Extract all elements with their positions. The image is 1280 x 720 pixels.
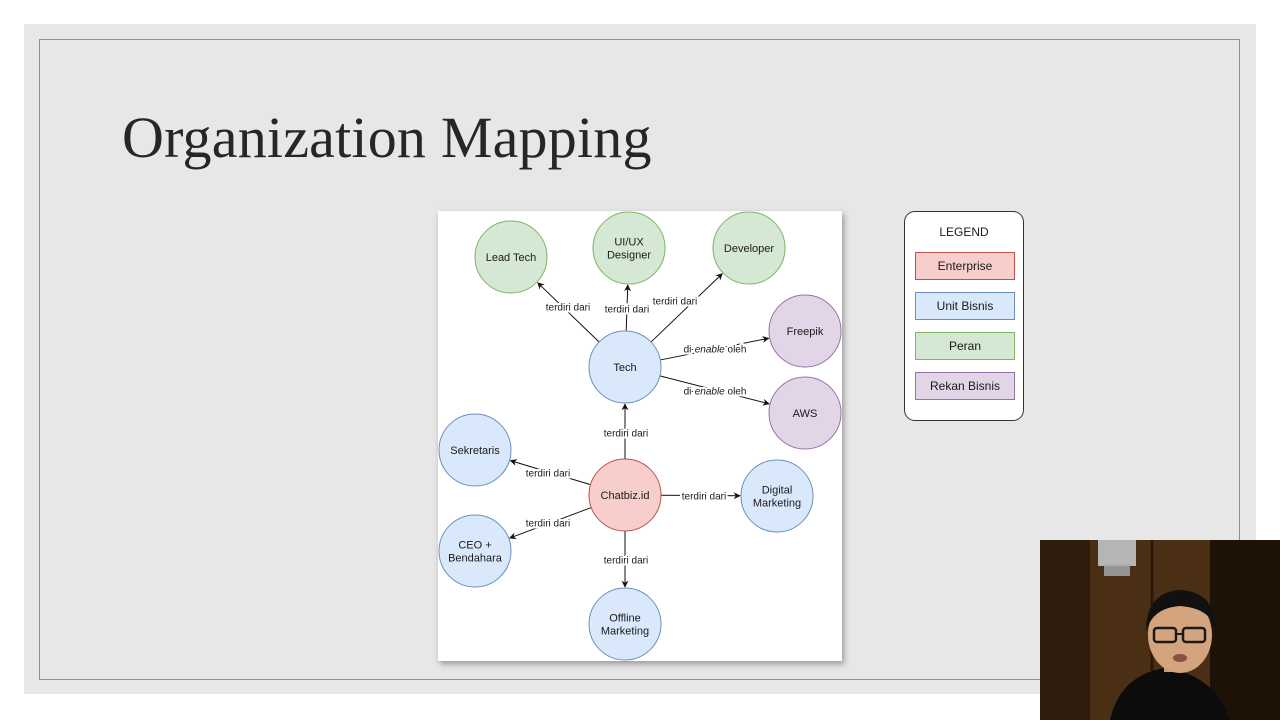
edge-label-tech-to-aws: di-enable oleh xyxy=(684,387,747,398)
webcam-video xyxy=(1040,540,1280,720)
slide-title: Organization Mapping xyxy=(122,105,652,170)
node-label-digital-marketing: Digital xyxy=(762,485,793,497)
edge-chatbiz-to-ceo xyxy=(509,507,592,540)
edge-label-chatbiz-to-ceo: terdiri dari xyxy=(526,519,570,530)
node-label-uiux: UI/UX xyxy=(614,237,644,249)
node-circle-aws xyxy=(768,376,842,450)
org-diagram-canvas: terdiri dari terdiri dari terdiri dari di-e… xyxy=(438,211,842,661)
node-label-uiux: Designer xyxy=(607,250,651,262)
node-circle-developer xyxy=(712,211,786,285)
node-circle-tech xyxy=(588,330,662,404)
edge-tech-to-developer xyxy=(650,273,723,343)
node-circle-freepik xyxy=(768,294,842,368)
org-diagram: terdiri dari terdiri dari terdiri dari di-e… xyxy=(438,211,842,661)
edge-label-tech-to-lead-tech: terdiri dari xyxy=(546,303,590,314)
edge-label-chatbiz-to-digital-marketing: terdiri dari xyxy=(682,492,726,503)
legend-item-rekan-bisnis: Rekan Bisnis xyxy=(915,372,1015,400)
node-circle-digital-marketing xyxy=(740,459,814,533)
edge-label-chatbiz-to-tech: terdiri dari xyxy=(604,429,648,440)
node-label-chatbiz: Chatbiz.id xyxy=(601,490,650,502)
node-label-ceo: CEO + xyxy=(458,540,491,552)
edge-chatbiz-to-digital-marketing xyxy=(660,492,741,500)
node-label-freepik: Freepik xyxy=(787,326,824,338)
edge-tech-to-uiux xyxy=(624,284,632,332)
slide-frame xyxy=(39,39,1240,680)
legend-item-peran: Peran xyxy=(915,332,1015,360)
edge-tech-to-lead-tech xyxy=(537,282,600,343)
node-lead-tech: Lead Tech xyxy=(474,220,548,294)
edge-label-tech-to-freepik: di-enable oleh xyxy=(684,345,747,356)
edge-label-chatbiz-to-sekretaris: terdiri dari xyxy=(526,469,570,480)
node-label-developer: Developer xyxy=(724,243,774,255)
node-label-aws: AWS xyxy=(793,408,818,420)
node-label-tech: Tech xyxy=(613,362,636,374)
node-aws: AWS xyxy=(768,376,842,450)
legend: LEGEND Enterprise Unit Bisnis Peran Reka… xyxy=(904,211,1024,421)
node-circle-sekretaris xyxy=(438,413,512,487)
node-circle-ceo xyxy=(438,514,512,588)
node-label-ceo: Bendahara xyxy=(448,553,503,565)
node-developer: Developer xyxy=(712,211,786,285)
edge-tech-to-aws xyxy=(659,375,770,406)
node-circle-chatbiz xyxy=(588,458,662,532)
node-chatbiz: Chatbiz.id xyxy=(588,458,662,532)
node-sekretaris: Sekretaris xyxy=(438,413,512,487)
legend-item-enterprise: Enterprise xyxy=(915,252,1015,280)
node-ceo: CEO +Bendahara xyxy=(438,514,512,588)
node-circle-offline-marketing xyxy=(588,587,662,661)
node-circle-uiux xyxy=(592,211,666,285)
node-tech: Tech xyxy=(588,330,662,404)
node-label-digital-marketing: Marketing xyxy=(753,498,801,510)
node-label-sekretaris: Sekretaris xyxy=(450,445,500,457)
legend-item-unit-bisnis: Unit Bisnis xyxy=(915,292,1015,320)
node-freepik: Freepik xyxy=(768,294,842,368)
legend-title: LEGEND xyxy=(939,225,989,239)
edge-label-tech-to-developer: terdiri dari xyxy=(653,297,697,308)
edge-chatbiz-to-sekretaris xyxy=(509,459,591,486)
edge-label-tech-to-uiux: terdiri dari xyxy=(605,305,649,316)
node-label-offline-marketing: Offline xyxy=(609,613,641,625)
edge-tech-to-freepik xyxy=(660,336,770,361)
node-label-lead-tech: Lead Tech xyxy=(486,252,537,264)
node-label-offline-marketing: Marketing xyxy=(601,626,649,638)
edge-label-chatbiz-to-offline-marketing: terdiri dari xyxy=(604,556,648,567)
node-circle-lead-tech xyxy=(474,220,548,294)
